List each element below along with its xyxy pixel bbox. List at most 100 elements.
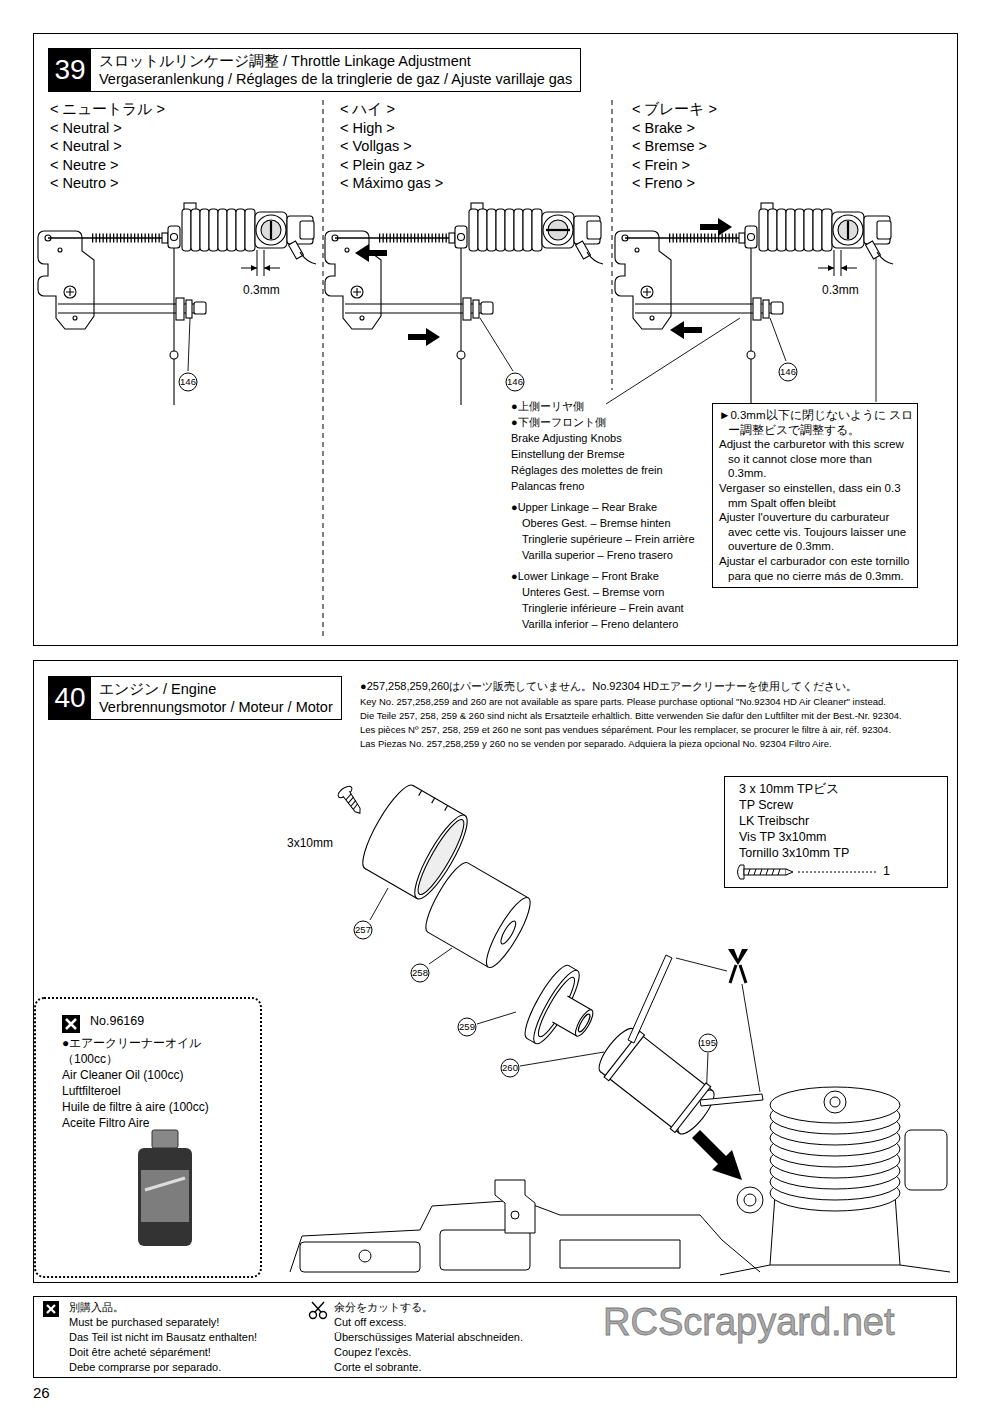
leader-line <box>606 318 740 404</box>
callout-circle: 146 <box>178 372 198 392</box>
note-text: Ajustar el carburador con este tornillo … <box>719 554 913 583</box>
leader-line <box>520 1052 604 1066</box>
page-number: 26 <box>33 1384 50 1402</box>
brake-note: ●Upper Linkage – Rear Brake <box>511 499 707 515</box>
engine-drawing <box>770 1087 900 1123</box>
callout-number: 258 <box>412 968 428 978</box>
scissors-icon <box>310 1312 317 1319</box>
leader-line <box>676 958 727 971</box>
scissors-icon <box>310 1302 327 1319</box>
screw-drawing <box>744 869 786 875</box>
label-group: ●257,258,259,260はパーツ販売していません。No.92304 HD… <box>360 679 952 751</box>
carburetor-high <box>325 203 603 405</box>
brake-note: Brake Adjusting Knobs <box>511 430 707 446</box>
callout-number: 146 <box>180 377 196 387</box>
footer-note: 別購入品。 <box>69 1300 257 1315</box>
label-group: ●上側ーリヤ側●下側ーフロント側Brake Adjusting KnobsEin… <box>511 398 707 632</box>
leader-line <box>876 258 877 402</box>
dimension-arrow <box>264 265 270 271</box>
callout-outline <box>354 921 372 939</box>
brake-note: Varilla superior – Freno trasero <box>511 547 707 563</box>
cut-nippers-icon <box>728 949 748 965</box>
footer-note: Doit être acheté séparément! <box>69 1345 257 1360</box>
footer-note: Debe comprarse por separado. <box>69 1360 257 1375</box>
callout-circle: 195 <box>698 1033 718 1053</box>
screw-drawing <box>738 865 794 879</box>
engine-drawing <box>737 1187 763 1213</box>
screw-drawing <box>336 784 366 818</box>
screw-drawing <box>748 869 780 875</box>
callout-outline <box>501 1059 519 1077</box>
dimension-label: 0.3mm <box>822 283 859 297</box>
label-group: < ニュートラル >< Neutral >< Neutral >< Neutre… <box>50 100 165 193</box>
part-name: LK Treibschr <box>739 813 939 829</box>
state-heading: < Freno > <box>632 174 717 193</box>
air-cleaner-cap <box>419 790 448 810</box>
state-heading: < Neutre > <box>50 156 165 175</box>
option-text: Aceite Filtro Aire <box>62 1115 256 1131</box>
step-number: 39 <box>54 56 85 84</box>
screw-drawing <box>345 794 360 810</box>
must-buy-icon <box>43 1301 59 1317</box>
option-part-box: No.96169●エアークリーナーオイル（100cc）Air Cleaner O… <box>34 997 262 1278</box>
cut-nippers-icon <box>730 965 746 983</box>
note-text: Adjust the carburetor with this screw so… <box>719 437 913 481</box>
brake-note: ●上側ーリヤ側 <box>511 398 707 414</box>
state-heading: < Neutral > <box>50 137 165 156</box>
note-text: Ajuster l'ouverture du carburateur avec … <box>719 510 913 554</box>
leader-line <box>429 948 452 964</box>
state-heading: < ブレーキ > <box>632 100 717 119</box>
note-text: ►0.3mm以下に閉じないように スロー調整ビスで調整する。 <box>719 408 913 437</box>
label-group: < ブレーキ >< Brake >< Bremse >< Frein >< Fr… <box>632 100 717 193</box>
insert-arrow <box>692 1130 742 1180</box>
engine-drawing <box>830 1097 840 1107</box>
engine-drawing <box>824 1091 846 1113</box>
step-title: Verbrennungsmotor / Moteur / Motor <box>99 698 333 716</box>
part-name: TP Screw <box>739 797 939 813</box>
leader-line <box>188 318 190 371</box>
cut-nippers-icon <box>728 949 748 983</box>
screw-drawing <box>798 872 878 873</box>
state-heading: < High > <box>340 119 443 138</box>
parts-note: ●257,258,259,260はパーツ販売していません。No.92304 HD… <box>360 679 952 693</box>
motion-arrow <box>670 321 702 339</box>
oil-bottle <box>141 1170 189 1222</box>
label-group: 0.3mm <box>822 283 859 297</box>
air-intake-tube <box>592 1022 721 1140</box>
option-text: ●エアークリーナーオイル（100cc） <box>62 1035 256 1067</box>
adjust-note-box: ►0.3mm以下に閉じないように スロー調整ビスで調整する。Adjust the… <box>712 403 918 588</box>
dimension-arrow <box>828 265 834 271</box>
callout-circle: 259 <box>457 1017 477 1037</box>
motion-arrow <box>355 218 732 346</box>
step-number: 40 <box>54 684 85 712</box>
chassis-drawing <box>560 1240 680 1268</box>
leader-line <box>770 318 786 361</box>
callout-number: 146 <box>507 377 523 387</box>
section-frame <box>34 34 958 646</box>
text-column: 別購入品。Must be purchased separately!Das Te… <box>69 1300 257 1375</box>
chassis-drawing <box>495 1180 535 1233</box>
callout-circle: 146 <box>778 362 798 382</box>
callout-outline <box>179 373 197 391</box>
label-group: 26 <box>33 1384 50 1402</box>
footer-note: Das Teil ist nicht im Bausatz enthalten! <box>69 1330 257 1345</box>
text-column: 余分をカットする。Cut off excess.Überschüssiges M… <box>334 1300 523 1375</box>
callout-outline <box>411 964 429 982</box>
state-heading: < Máximo gas > <box>340 174 443 193</box>
part-name: 1 <box>883 863 890 879</box>
section-frame <box>34 661 958 1283</box>
option-text: Luftfilteroel <box>62 1083 256 1099</box>
part-name: Tornillo 3x10mm TP <box>739 845 939 861</box>
callout-circle: 260 <box>500 1058 520 1078</box>
part-name: Vis TP 3x10mm <box>739 829 939 845</box>
cable-tie <box>628 955 672 1043</box>
screw-drawing <box>343 791 363 815</box>
throttle-barrel-mark <box>271 221 848 239</box>
step-header: エンジン / EngineVerbrennungsmotor / Moteur … <box>48 676 342 720</box>
air-filter-element <box>498 919 518 946</box>
motion-arrow <box>700 218 732 236</box>
callout-circle: 257 <box>353 920 373 940</box>
column-divider <box>612 100 613 390</box>
chassis-drawing <box>359 1250 371 1262</box>
callout-number: 257 <box>355 925 371 935</box>
